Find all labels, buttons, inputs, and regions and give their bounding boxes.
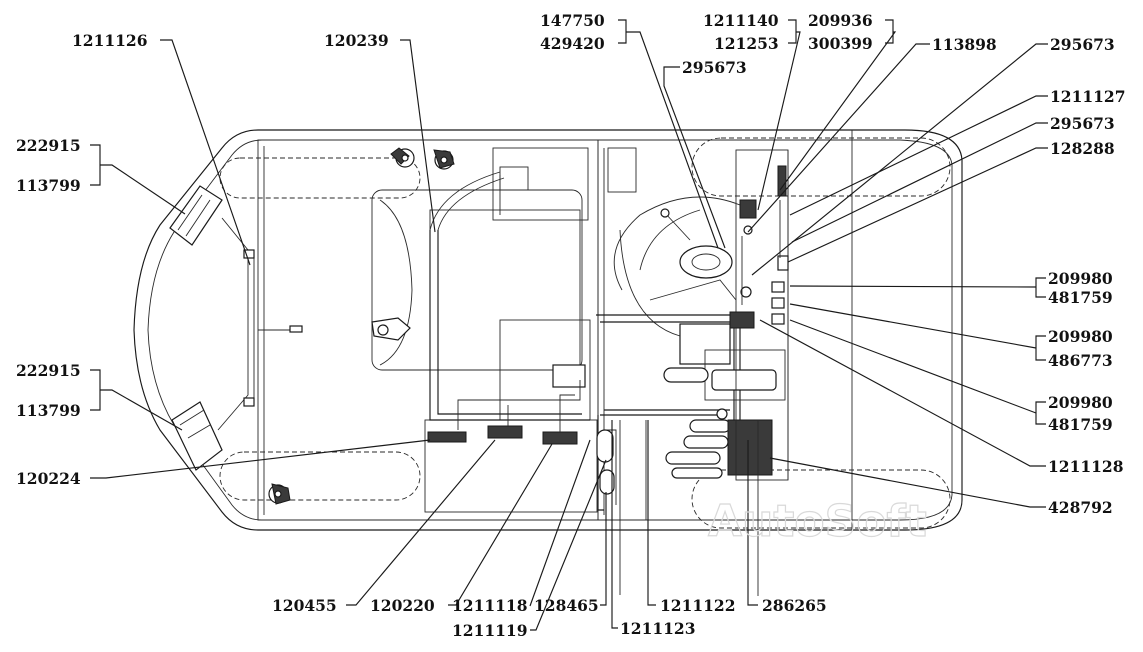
- connector-row: [427, 380, 581, 445]
- label-120220: 120220: [370, 596, 435, 615]
- label-481759-b: 481759: [1048, 415, 1113, 434]
- label-295673-top: 295673: [682, 58, 747, 77]
- label-209936: 209936: [808, 11, 873, 30]
- label-209980-a: 209980: [1048, 269, 1113, 288]
- label-1211140: 1211140: [703, 11, 779, 30]
- label-481759-a: 481759: [1048, 288, 1113, 307]
- label-295673-right-b: 295673: [1050, 114, 1115, 133]
- label-128465: 128465: [534, 596, 599, 615]
- label-120455: 120455: [272, 596, 337, 615]
- label-120224: 120224: [16, 469, 81, 488]
- label-429420: 429420: [540, 34, 605, 53]
- label-1211127: 1211127: [1050, 87, 1126, 106]
- engine-zone: [596, 147, 789, 596]
- label-222915-upper: 222915: [16, 136, 81, 155]
- label-286265: 286265: [762, 596, 827, 615]
- watermark-text: AutoSoft: [708, 496, 927, 547]
- label-209980-b: 209980: [1048, 327, 1113, 346]
- label-147750: 147750: [540, 11, 605, 30]
- cylinder-stack: [663, 225, 777, 479]
- part-labels: 1211126 120239 147750 429420 295673 1211…: [16, 11, 1126, 640]
- label-120239: 120239: [324, 31, 389, 50]
- label-113799-lower: 113799: [16, 401, 81, 420]
- label-295673-right-a: 295673: [1050, 35, 1115, 54]
- label-1211119: 1211119: [452, 621, 528, 640]
- label-1211122: 1211122: [660, 596, 736, 615]
- label-1211128: 1211128: [1048, 457, 1124, 476]
- label-1211126: 1211126: [72, 31, 148, 50]
- label-113898: 113898: [932, 35, 997, 54]
- label-1211118: 1211118: [452, 596, 528, 615]
- label-222915-lower: 222915: [16, 361, 81, 380]
- label-1211123: 1211123: [620, 619, 696, 638]
- leader-lines: [90, 19, 1048, 631]
- label-428792: 428792: [1048, 498, 1113, 517]
- label-113799-upper: 113799: [16, 176, 81, 195]
- label-300399: 300399: [808, 34, 873, 53]
- label-121253: 121253: [714, 34, 779, 53]
- cab-interior: [268, 147, 598, 513]
- label-209980-c: 209980: [1048, 393, 1113, 412]
- label-486773: 486773: [1048, 351, 1113, 370]
- label-128288: 128288: [1050, 139, 1115, 158]
